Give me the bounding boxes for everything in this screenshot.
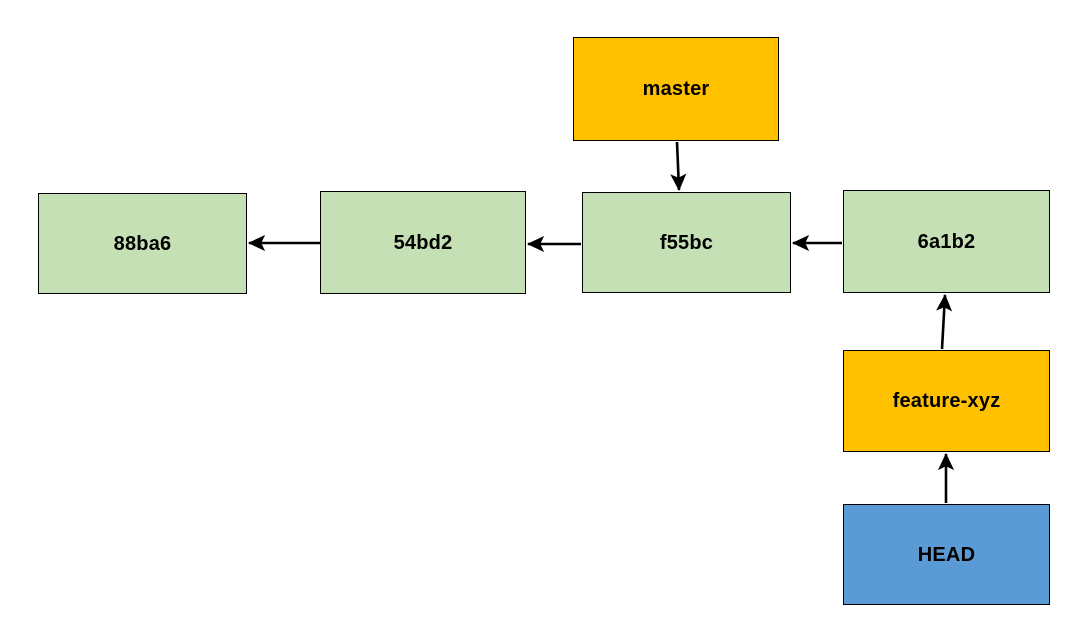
node-88ba6[interactable]: 88ba6: [38, 193, 247, 294]
node-label: HEAD: [917, 543, 976, 566]
node-feature-xyz[interactable]: feature-xyz: [843, 350, 1050, 452]
node-54bd2[interactable]: 54bd2: [320, 191, 526, 294]
node-label: 6a1b2: [917, 230, 976, 253]
node-label: 54bd2: [393, 231, 453, 254]
edge-feature-xyz-to-6a1b2: [936, 293, 953, 350]
node-head[interactable]: HEAD: [843, 504, 1050, 605]
edge-master-to-f55bc: [670, 141, 687, 192]
node-f55bc[interactable]: f55bc: [582, 192, 791, 293]
node-label: f55bc: [659, 231, 714, 254]
node-master[interactable]: master: [573, 37, 779, 141]
node-6a1b2[interactable]: 6a1b2: [843, 190, 1050, 293]
node-label: master: [642, 78, 710, 100]
node-label: 88ba6: [113, 232, 172, 255]
node-label: feature-xyz: [892, 390, 1001, 412]
